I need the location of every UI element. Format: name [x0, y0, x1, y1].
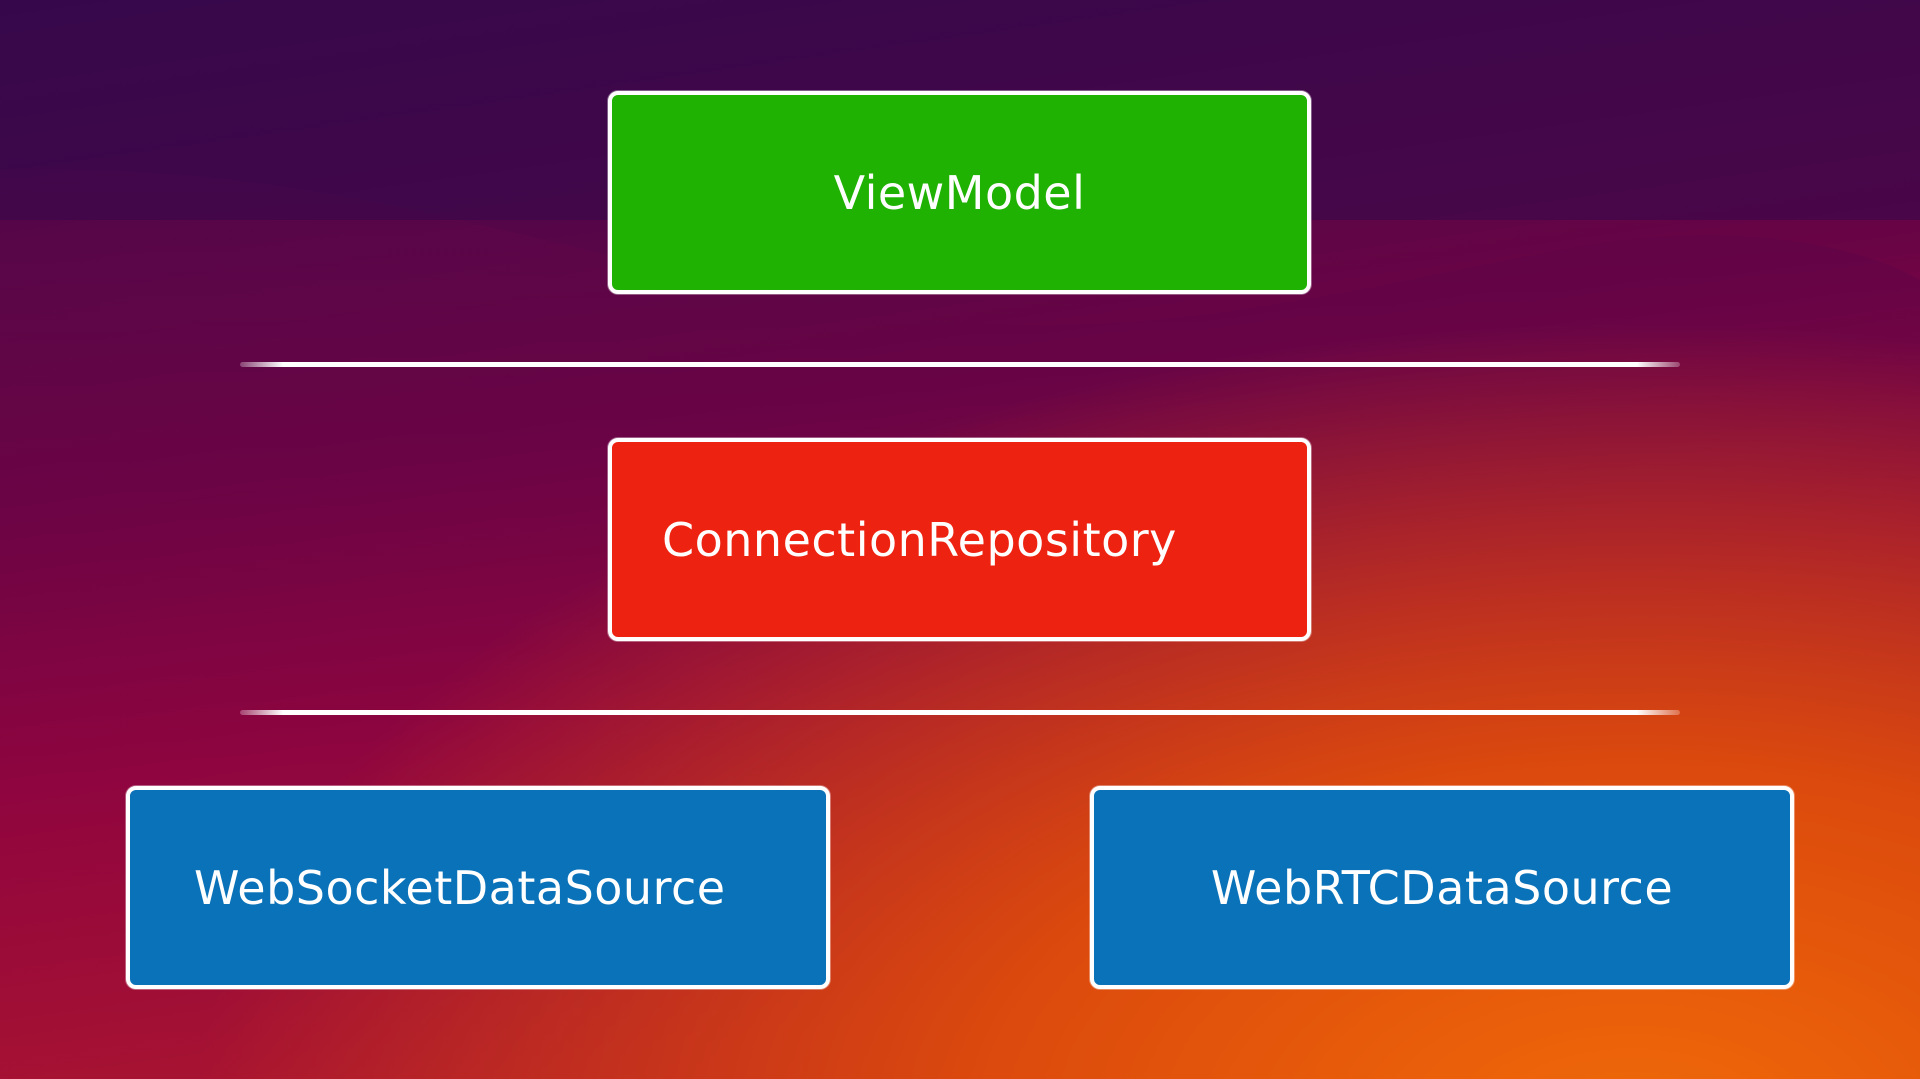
viewmodel-label: ViewModel — [833, 165, 1086, 220]
websocket-datasource-box: WebSocketDataSource — [126, 786, 830, 989]
layer-divider-bottom — [240, 710, 1680, 715]
layer-divider-top — [240, 362, 1680, 367]
connection-repository-label: ConnectionRepository — [662, 512, 1177, 567]
websocket-datasource-label: WebSocketDataSource — [194, 860, 726, 915]
webrtc-datasource-label: WebRTCDataSource — [1210, 860, 1674, 915]
webrtc-datasource-box: WebRTCDataSource — [1090, 786, 1794, 989]
viewmodel-box: ViewModel — [608, 91, 1311, 294]
connection-repository-box: ConnectionRepository — [608, 438, 1311, 641]
